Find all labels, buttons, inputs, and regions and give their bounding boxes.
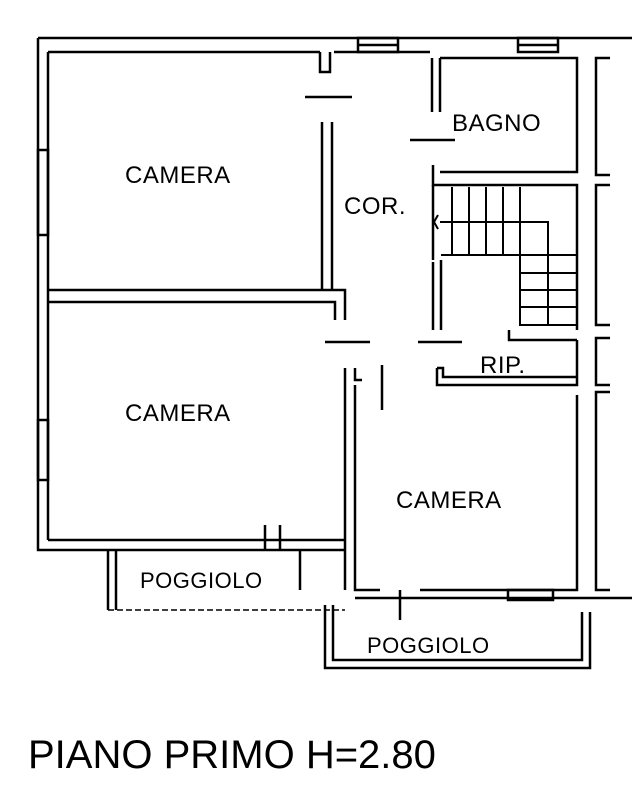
staircase <box>432 187 577 326</box>
window-top-1 <box>356 36 400 54</box>
window-bottom <box>506 588 555 602</box>
room-label-camera-bottom-left: CAMERA <box>125 400 231 427</box>
room-label-camera-bottom-right: CAMERA <box>396 487 502 514</box>
poggiolo-bottom-outline <box>323 605 592 670</box>
floor-plan-title: PIANO PRIMO H=2.80 <box>28 733 436 777</box>
window-left-2 <box>36 418 50 482</box>
window-top-2 <box>516 36 560 54</box>
adjacent-unit-walls <box>594 56 610 592</box>
room-label-corridor: COR. <box>344 193 406 220</box>
room-label-bagno: BAGNO <box>452 110 542 137</box>
outer-walls <box>36 36 632 552</box>
room-label-camera-top-left: CAMERA <box>125 162 231 189</box>
poggiolo-left-outline <box>106 550 345 611</box>
interior-walls <box>48 52 632 620</box>
room-label-poggiolo-left: POGGIOLO <box>140 568 263 593</box>
room-label-ripostiglio: RIP. <box>480 352 526 379</box>
room-label-poggiolo-bottom: POGGIOLO <box>367 633 490 658</box>
window-left-1 <box>36 148 50 237</box>
